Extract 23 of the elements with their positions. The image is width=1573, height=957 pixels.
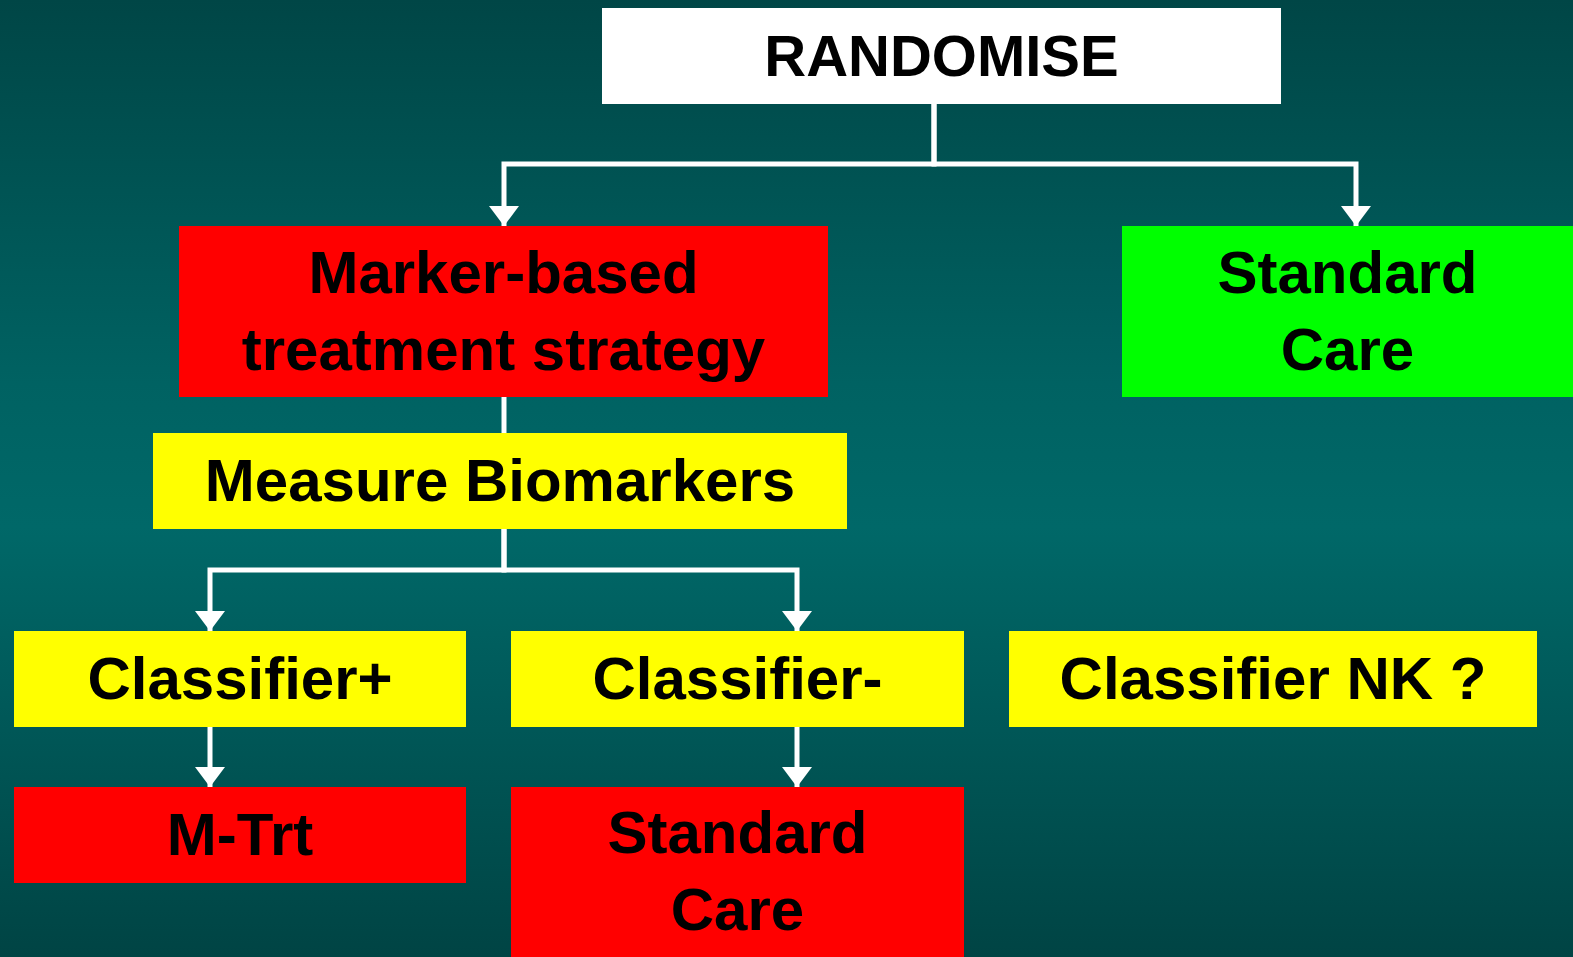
process-box bbox=[179, 226, 828, 397]
process-box bbox=[511, 787, 964, 957]
arrow bbox=[501, 529, 812, 631]
box-label: Classifier NK ? bbox=[1059, 643, 1487, 714]
connector-line bbox=[501, 397, 507, 433]
arrow bbox=[195, 727, 225, 787]
process-box bbox=[1122, 226, 1573, 397]
arrow bbox=[931, 104, 1371, 226]
box-label: Standard Care bbox=[606, 798, 869, 945]
box-label: Standard Care bbox=[1216, 237, 1479, 385]
box-label: RANDOMISE bbox=[764, 21, 1119, 90]
box-label: M-Trt bbox=[166, 799, 314, 870]
process-box bbox=[14, 787, 466, 883]
box-label: Classifier- bbox=[592, 643, 883, 714]
box-label: Marker-based treatment strategy bbox=[240, 237, 767, 385]
process-box bbox=[153, 433, 847, 529]
process-box bbox=[1009, 631, 1537, 727]
process-box bbox=[14, 631, 466, 727]
title-box bbox=[602, 8, 1281, 104]
process-box bbox=[511, 631, 964, 727]
arrow bbox=[782, 727, 812, 787]
box-label: Classifier+ bbox=[87, 643, 393, 714]
box-label: Measure Biomarkers bbox=[204, 445, 796, 516]
